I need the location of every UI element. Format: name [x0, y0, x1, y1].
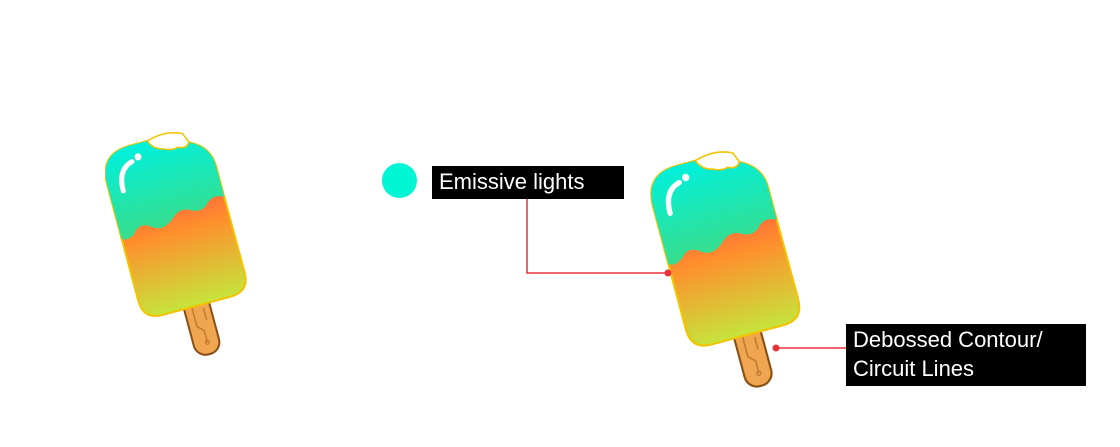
popsicle-body — [105, 131, 247, 317]
debossed-contour-label: Debossed Contour/ Circuit Lines — [846, 324, 1086, 386]
debossed-leader-dot — [772, 344, 780, 352]
emissive-leader-dot — [664, 269, 672, 277]
popsicle-icon — [105, 131, 247, 356]
debossed-label-line-1: Debossed Contour/ — [853, 327, 1043, 352]
emissive-color-swatch — [382, 163, 417, 198]
popsicle-icon — [650, 151, 801, 388]
debossed-label-line-2: Circuit Lines — [853, 356, 975, 381]
emissive-lights-label: Emissive lights — [432, 166, 624, 199]
emissive-leader-line — [526, 199, 668, 274]
popsicle-body — [650, 151, 801, 347]
